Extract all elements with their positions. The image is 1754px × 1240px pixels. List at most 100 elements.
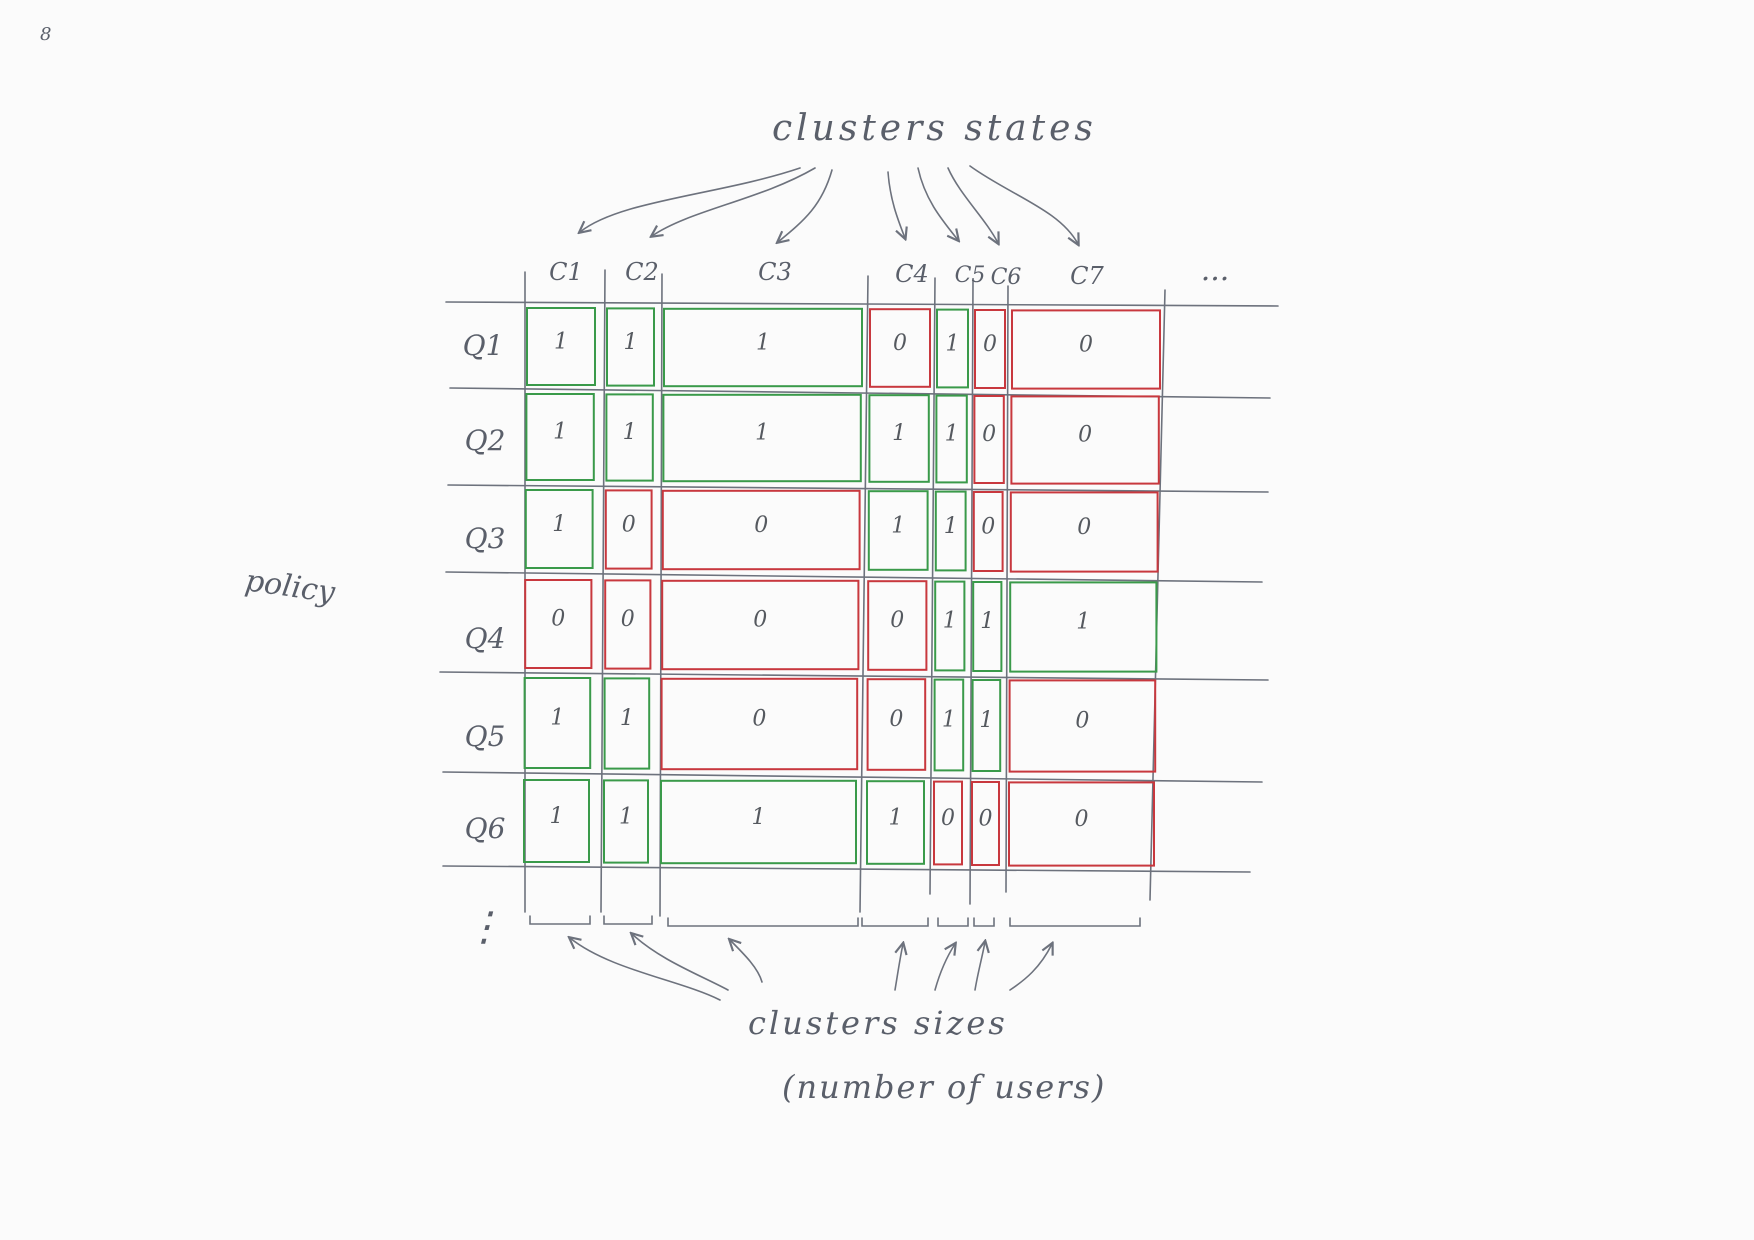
cell-box-r2-c4 <box>868 394 930 483</box>
cell-value-r1-c2: 1 <box>624 330 638 355</box>
cell-box-r3-c2 <box>604 489 653 570</box>
cell-value-r5-c3: 0 <box>752 706 766 731</box>
top-arrows <box>580 165 1078 244</box>
cell-box-r1-c4 <box>869 308 931 388</box>
col-header-c6: C6 <box>991 265 1022 290</box>
cell-value-r5-c1: 1 <box>550 706 564 731</box>
cell-box-r2-c3 <box>662 393 862 483</box>
cell-box-r6-c1 <box>523 779 590 863</box>
size-bracket-c6 <box>973 917 995 927</box>
grid <box>439 269 1279 917</box>
cell-box-r1-c2 <box>606 307 655 387</box>
size-bracket-c7 <box>1009 917 1141 927</box>
cell-value-r6-c3: 1 <box>752 805 766 830</box>
cell-box-r1-c6 <box>974 309 1006 389</box>
cell-value-r6-c4: 1 <box>889 805 903 830</box>
column-headers: C1 C2 C3 C4 C5 C6 C7 ... <box>549 253 1229 290</box>
cell-value-r2-c4: 1 <box>892 421 906 446</box>
cell-value-r2-c3: 1 <box>755 421 769 446</box>
rows-ellipsis: ⋮ <box>464 904 504 950</box>
cell-box-r1-c5 <box>936 308 969 389</box>
cell-box-r6-c3 <box>660 779 857 865</box>
cell-value-r2-c5: 1 <box>945 422 959 447</box>
arrow-to-size-c4 <box>894 944 903 991</box>
cell-value-r3-c1: 1 <box>552 512 566 537</box>
cell-box-r5-c3 <box>660 677 859 771</box>
cell-value-r1-c5: 1 <box>946 332 960 357</box>
col-header-c7: C7 <box>1070 262 1104 290</box>
col-header-c4: C4 <box>895 260 929 288</box>
cell-box-r5-c4 <box>866 678 927 771</box>
cell-value-r4-c2: 0 <box>621 607 635 632</box>
bottom-label-line1: clusters sizes <box>748 1004 1008 1042</box>
cell-value-r3-c3: 0 <box>754 513 768 538</box>
page-number: 8 <box>40 24 51 45</box>
cell-box-r3-c7 <box>1009 491 1159 573</box>
arrow-to-size-c5 <box>934 944 955 991</box>
cell-box-r4-c3 <box>661 579 860 671</box>
row-label-q5: Q5 <box>465 720 506 753</box>
cell-box-r4-c4 <box>867 580 928 671</box>
cell-box-r6-c6 <box>971 781 1000 866</box>
cell-box-r6-c5 <box>933 780 963 866</box>
cell-box-r1-c1 <box>526 307 596 386</box>
cell-value-r6-c5: 0 <box>941 806 955 831</box>
bottom-arrows <box>570 934 1052 1001</box>
arrow-to-c1 <box>580 167 801 232</box>
size-bracket-c1 <box>529 915 591 925</box>
cell-box-r6-c2 <box>603 779 649 864</box>
cell-box-r2-c5 <box>935 394 968 484</box>
cell-box-r3-c4 <box>867 490 929 571</box>
size-bracket-c4 <box>861 917 929 927</box>
arrow-to-c6 <box>947 167 998 243</box>
arrow-to-size-c7 <box>1009 944 1052 991</box>
top-label: clusters states <box>772 108 1097 149</box>
cell-value-r6-c1: 1 <box>550 804 564 829</box>
cell-value-r4-c3: 0 <box>753 608 767 633</box>
size-brackets <box>529 915 1141 927</box>
row-label-q3: Q3 <box>465 522 506 555</box>
cell-box-r2-c7 <box>1010 395 1160 485</box>
cell-value-r4-c1: 0 <box>551 607 565 632</box>
cell-value-r5-c7: 0 <box>1075 708 1089 733</box>
row-label-q1: Q1 <box>463 329 504 362</box>
cell-value-r6-c7: 0 <box>1075 807 1089 832</box>
cell-value-r3-c7: 0 <box>1077 515 1091 540</box>
cell-box-r5-c7 <box>1008 679 1157 773</box>
arrow-to-c3 <box>778 169 833 242</box>
size-bracket-c3 <box>667 917 859 927</box>
cell-value-r5-c6: 1 <box>979 708 993 733</box>
cell-box-r2-c1 <box>525 393 595 481</box>
cell-value-r1-c7: 0 <box>1079 333 1093 358</box>
row-label-q6: Q6 <box>465 812 506 845</box>
cell-value-r2-c2: 1 <box>623 420 637 445</box>
cell-value-r3-c6: 0 <box>981 515 995 540</box>
cell-value-r6-c2: 1 <box>619 804 633 829</box>
arrow-to-c5 <box>917 167 958 240</box>
cell-value-r2-c7: 0 <box>1078 423 1092 448</box>
cell-value-r1-c4: 0 <box>893 331 907 356</box>
cell-value-r3-c4: 1 <box>891 514 905 539</box>
cell-box-r6-c7 <box>1008 781 1155 867</box>
cell-value-r2-c1: 1 <box>553 420 567 445</box>
cell-value-r4-c5: 1 <box>943 609 957 634</box>
bottom-label-line2: (number of users) <box>782 1068 1106 1106</box>
cell-value-r1-c3: 1 <box>756 331 770 356</box>
arrow-to-size-c1 <box>570 938 721 1001</box>
columns-ellipsis: ... <box>1201 253 1230 288</box>
cell-box-r1-c7 <box>1011 309 1161 390</box>
row-labels: Q1 Q2 Q3 Q4 Q5 Q6 ⋮ <box>463 329 506 950</box>
cell-value-r6-c6: 0 <box>979 806 993 831</box>
cell-box-r2-c6 <box>973 395 1005 484</box>
arrow-to-c4 <box>887 171 905 238</box>
cell-box-r4-c2 <box>604 579 652 670</box>
size-bracket-c2 <box>603 915 653 925</box>
cell-value-r3-c5: 1 <box>944 514 958 539</box>
cell-value-r5-c4: 0 <box>889 707 903 732</box>
cell-value-r1-c6: 0 <box>983 332 997 357</box>
cell-value-r1-c1: 1 <box>554 330 568 355</box>
cell-box-r6-c4 <box>866 780 925 865</box>
cell-box-r3-c3 <box>661 489 861 571</box>
cell-box-r3-c1 <box>524 489 594 569</box>
